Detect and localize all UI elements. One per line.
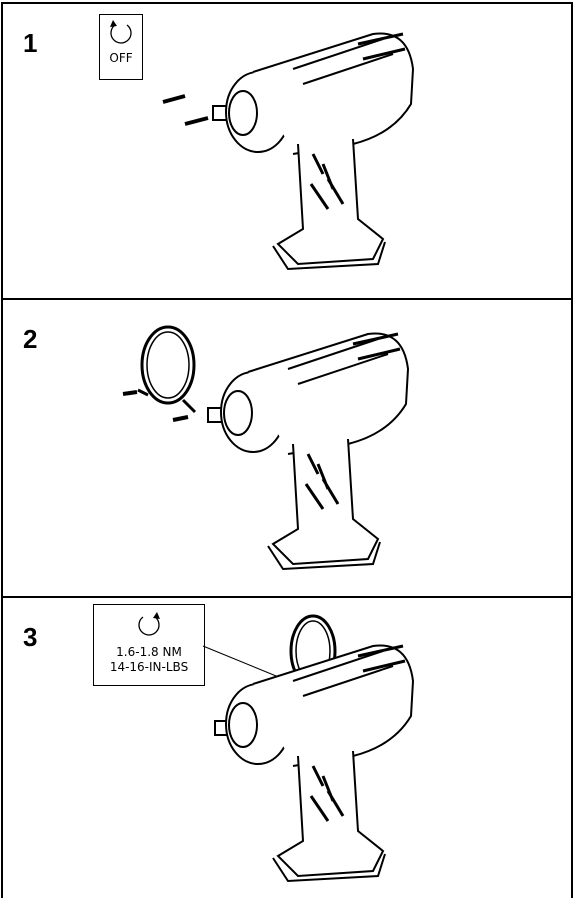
step-number: 1 bbox=[23, 28, 38, 58]
impact-wrench-illustration bbox=[162, 32, 415, 271]
torque-inlbs-text: 14-16-IN-LBS bbox=[109, 660, 189, 674]
impact-wrench-ring-mounted-illustration bbox=[202, 614, 415, 883]
step-2-panel: 2 bbox=[1, 298, 573, 598]
step-number: 3 bbox=[23, 622, 38, 652]
step-3-panel: 3 1.6-1.8 NM 14-16-IN-LBS bbox=[1, 596, 573, 898]
torque-callout: 1.6-1.8 NM 14-16-IN-LBS bbox=[93, 604, 205, 686]
step-1-panel: 1 OFF bbox=[1, 2, 573, 300]
callout-text: OFF bbox=[109, 51, 133, 65]
off-callout: OFF bbox=[99, 14, 143, 80]
torque-nm-text: 1.6-1.8 NM bbox=[116, 645, 182, 659]
rotate-clockwise-icon bbox=[138, 612, 160, 636]
impact-wrench-with-ring-illustration bbox=[122, 325, 410, 571]
step-number: 2 bbox=[23, 324, 38, 354]
rotate-counterclockwise-icon bbox=[110, 20, 132, 44]
